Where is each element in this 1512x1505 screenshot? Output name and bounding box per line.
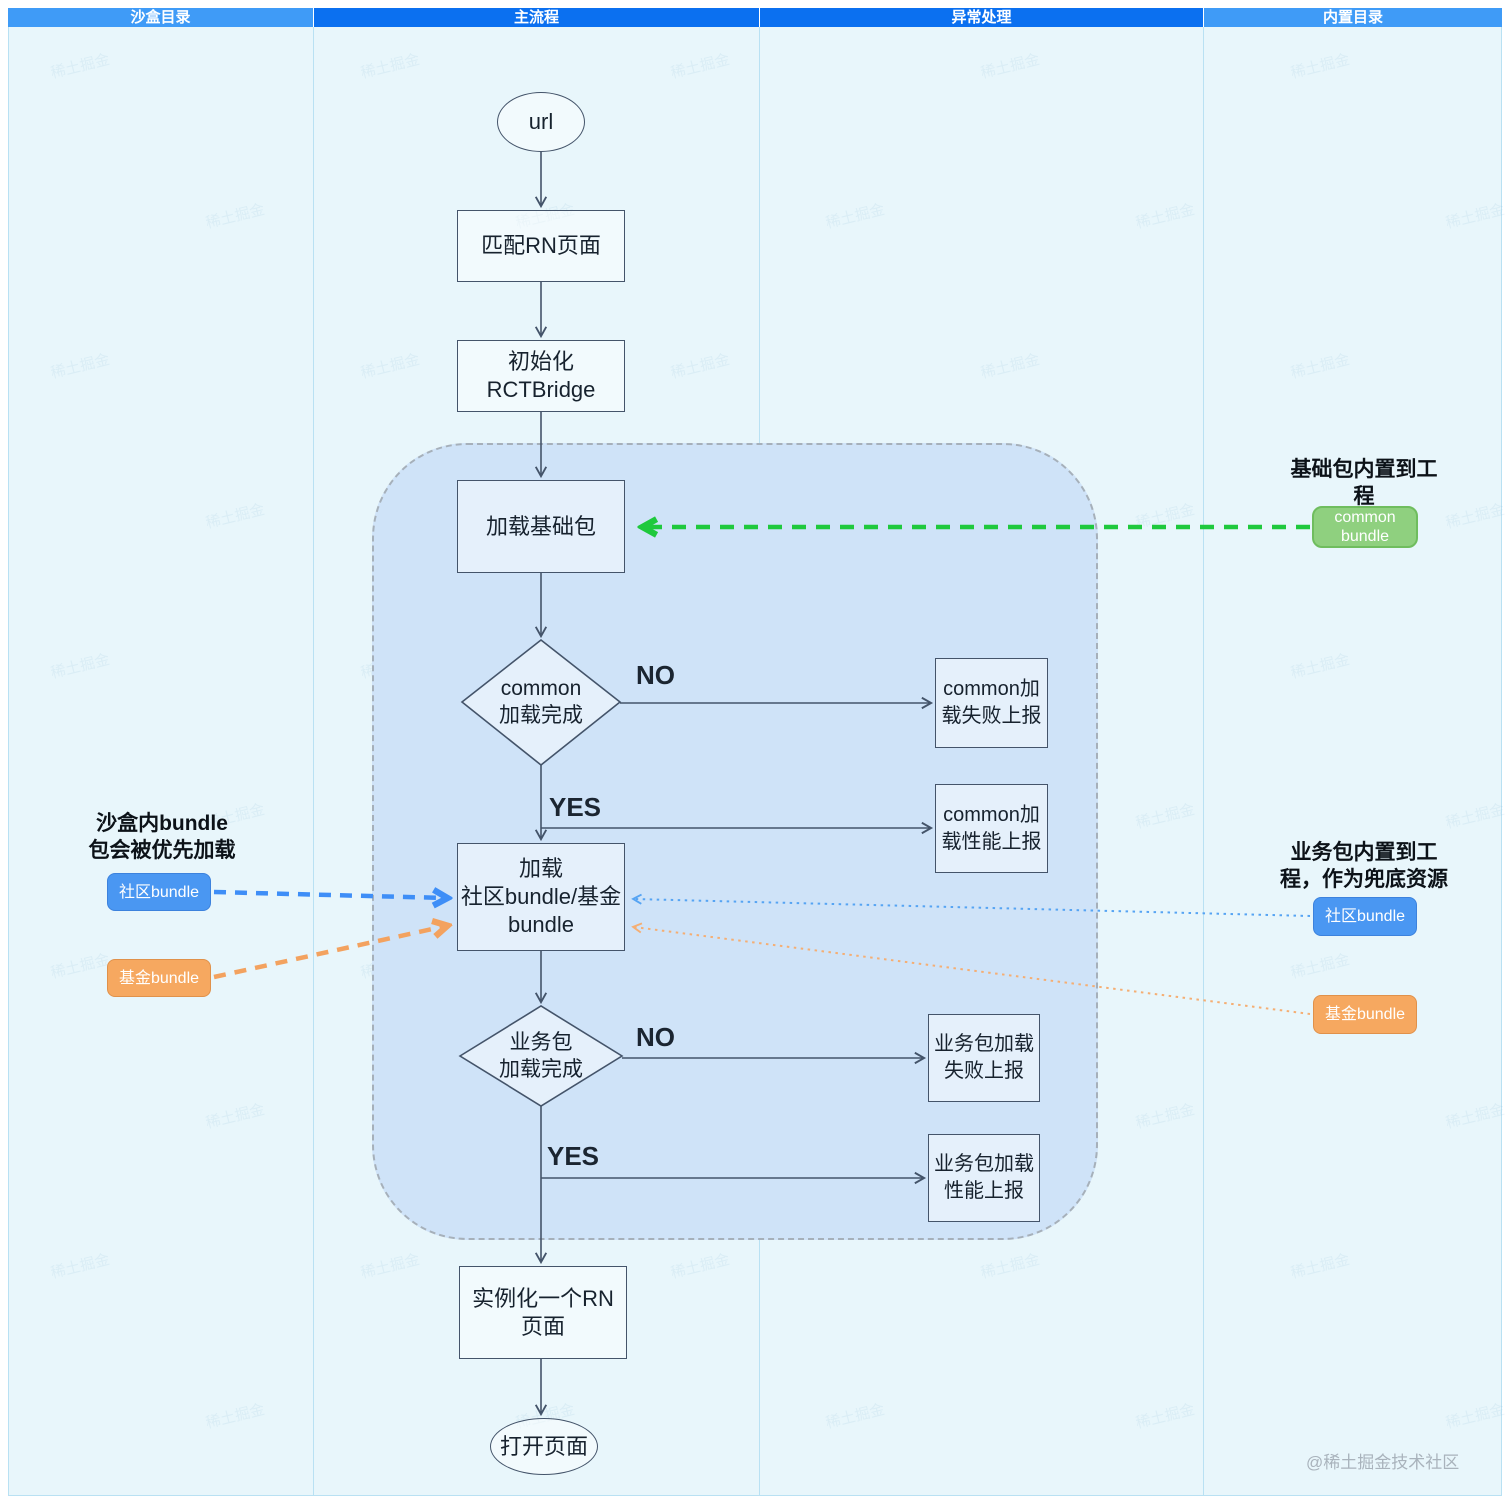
branch-label-yes: YES	[547, 1141, 600, 1171]
arrow-builtin-community	[631, 893, 1311, 917]
exception-business-fail: 业务包加载 失败上报	[928, 1014, 1040, 1102]
lane-title: 沙盒目录	[130, 9, 191, 26]
note-sandbox-priority: 沙盒内bundle 包会被优先加载	[88, 812, 236, 862]
lane-header-sandbox: 沙盒目录	[8, 8, 313, 27]
decision-business-diamond	[458, 1005, 624, 1107]
branch-label-yes: YES	[549, 792, 602, 822]
process-load-base-bundle: 加载基础包	[457, 480, 625, 573]
decision-business-label: 业务包 加载完成	[499, 1031, 583, 1081]
branch-label-no: NO	[636, 660, 675, 690]
exception-business-perf: 业务包加载 性能上报	[928, 1134, 1040, 1222]
process-label: 加载基础包	[485, 513, 596, 539]
arrow-sandbox-fund	[213, 926, 446, 980]
end-label: 打开页面	[499, 1433, 588, 1459]
decision-common-label: common 加载完成	[499, 677, 583, 727]
process-load-business-bundle: 加载 社区bundle/基金 bundle	[457, 843, 625, 951]
exception-common-fail: common加 载失败上报	[935, 658, 1048, 748]
process-label: 匹配RN页面	[481, 233, 601, 258]
decision-common-diamond	[460, 638, 622, 767]
note-base-builtin: 基础包内置到工 程	[1290, 458, 1438, 508]
chip-label: common bundle	[1334, 509, 1396, 545]
end-node: 打开页面	[490, 1418, 598, 1475]
chip-builtin-community-bundle: 社区bundle	[1313, 897, 1417, 936]
start-label: url	[528, 109, 554, 134]
process-instantiate-rn-page: 实例化一个RN 页面	[459, 1266, 627, 1359]
chip-builtin-fund-bundle: 基金bundle	[1313, 995, 1417, 1034]
chip-builtin-common-bundle: common bundle	[1312, 506, 1418, 548]
lane-header-exception: 异常处理	[759, 8, 1203, 27]
process-label: 实例化一个RN 页面	[472, 1285, 614, 1339]
note-business-builtin: 业务包内置到工 程，作为兜底资源	[1280, 841, 1448, 891]
arrow-sandbox-community	[213, 892, 446, 898]
lane-header-builtin: 内置目录	[1203, 8, 1502, 27]
process-match-rn-page: 匹配RN页面	[457, 210, 625, 282]
chip-label: 社区bundle	[118, 883, 200, 901]
exception-label: common加 载失败上报	[941, 678, 1042, 727]
chip-sandbox-community-bundle: 社区bundle	[107, 873, 211, 911]
process-label: 初始化RCTBridge	[486, 349, 596, 402]
chip-sandbox-fund-bundle: 基金bundle	[107, 959, 211, 997]
chip-label: 基金bundle	[118, 969, 200, 987]
credit-watermark: @稀土掘金技术社区	[1306, 1453, 1460, 1472]
branch-label-no: NO	[636, 1022, 675, 1052]
exception-label: 业务包加载 性能上报	[934, 1153, 1034, 1202]
lane-separator	[1203, 27, 1204, 1496]
exception-label: 业务包加载 失败上报	[934, 1033, 1034, 1082]
exception-common-perf: common加 载性能上报	[935, 784, 1048, 873]
lane-title: 异常处理	[951, 9, 1012, 26]
lane-header-mainflow: 主流程	[313, 8, 759, 27]
chip-label: 社区bundle	[1324, 908, 1406, 925]
lane-separator	[313, 27, 314, 1496]
process-label: 加载 社区bundle/基金 bundle	[460, 856, 622, 937]
exception-label: common加 载性能上报	[941, 803, 1042, 853]
lane-title: 内置目录	[1322, 9, 1383, 26]
chip-label: 基金bundle	[1324, 1006, 1406, 1023]
arrow-builtin-fund	[631, 922, 1311, 1015]
load-phase-region	[372, 443, 1098, 1240]
lane-title: 主流程	[513, 9, 559, 26]
start-node: url	[497, 92, 585, 152]
process-init-rctbridge: 初始化RCTBridge	[457, 340, 625, 412]
